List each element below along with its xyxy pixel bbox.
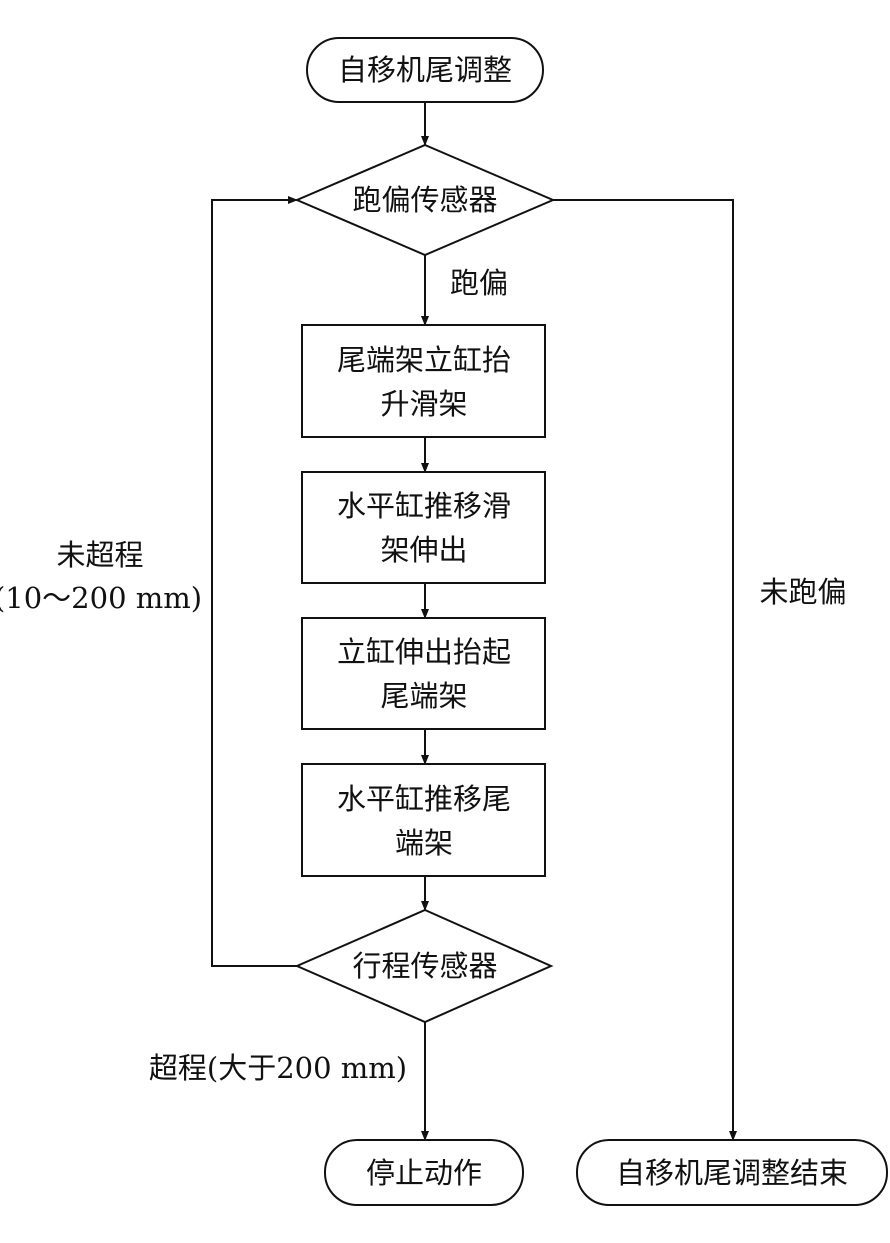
start-terminal <box>306 37 544 103</box>
step-3-line-2: 尾端架 <box>380 679 467 713</box>
not-over-travel-label: 未超程 <box>56 538 143 572</box>
start-label: 自移机尾调整 <box>338 53 512 87</box>
arrow-not-deviated <box>553 199 737 1141</box>
deviated-label: 跑偏 <box>450 266 508 300</box>
deviation-sensor-label: 跑偏传感器 <box>352 183 497 217</box>
not-deviated-label: 未跑偏 <box>759 575 846 609</box>
step-3-line-1: 立缸伸出抬起 <box>337 635 511 669</box>
stop-label: 停止动作 <box>366 1156 482 1190</box>
step-4-line-1: 水平缸推移尾 <box>337 782 511 816</box>
deviation-sensor-decision <box>294 143 556 257</box>
end-label: 自移机尾调整结束 <box>616 1156 848 1190</box>
step-2-box <box>301 471 546 584</box>
step-1-line-2: 升滑架 <box>380 387 467 421</box>
step-4-line-2: 端架 <box>395 826 453 860</box>
step-1-box <box>301 324 546 438</box>
stop-terminal <box>324 1139 524 1206</box>
travel-sensor-decision <box>294 908 554 1024</box>
step-2-line-2: 架伸出 <box>380 533 467 567</box>
loop-back-arrow <box>211 196 298 967</box>
not-over-travel-range: (10～200 mm) <box>0 581 202 615</box>
step-3-box <box>301 617 546 730</box>
travel-sensor-label: 行程传感器 <box>352 949 497 983</box>
over-travel-label: 超程(大于200 mm) <box>149 1051 407 1085</box>
end-terminal <box>576 1139 888 1206</box>
step-4-box <box>301 763 546 877</box>
step-2-line-1: 水平缸推移滑 <box>337 489 511 523</box>
step-1-line-1: 尾端架立缸抬 <box>337 343 511 377</box>
